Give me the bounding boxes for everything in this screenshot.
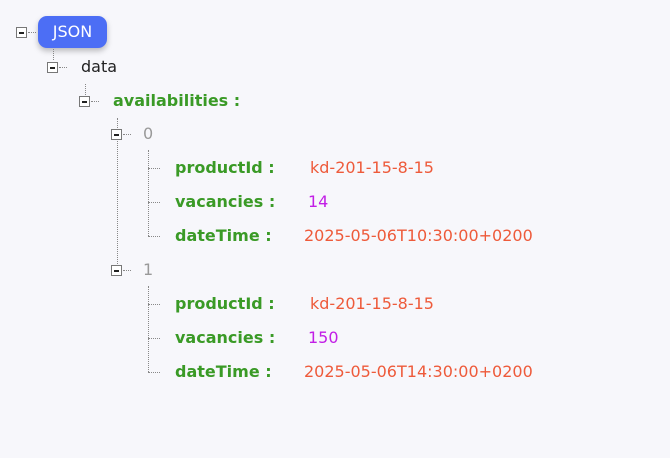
root-node-badge[interactable]: JSON <box>38 16 107 48</box>
connector <box>123 270 131 271</box>
key-vacancies: vacancies : <box>175 192 276 211</box>
connector <box>28 32 36 33</box>
key-dateTime: dateTime : <box>175 362 272 381</box>
value-dateTime: 2025-05-06T10:30:00+0200 <box>304 226 533 245</box>
connector <box>123 134 131 135</box>
connector <box>148 168 160 169</box>
connector <box>85 84 86 95</box>
collapse-toggle-icon[interactable] <box>111 129 122 140</box>
connector <box>117 118 118 266</box>
connector <box>148 372 160 373</box>
connector <box>148 150 149 236</box>
connector <box>53 49 54 60</box>
key-dateTime: dateTime : <box>175 226 272 245</box>
node-availabilities: availabilities : <box>113 91 241 110</box>
collapse-toggle-icon[interactable] <box>111 265 122 276</box>
connector <box>148 286 149 372</box>
collapse-toggle-icon[interactable] <box>16 27 27 38</box>
node-data: data <box>81 57 118 76</box>
connector <box>148 236 160 237</box>
array-index: 0 <box>143 124 154 143</box>
connector <box>148 202 160 203</box>
connector <box>91 101 99 102</box>
key-productId: productId : <box>175 158 275 177</box>
value-dateTime: 2025-05-06T14:30:00+0200 <box>304 362 533 381</box>
value-vacancies: 14 <box>308 192 329 211</box>
connector <box>59 67 67 68</box>
value-productId: kd-201-15-8-15 <box>310 294 434 313</box>
connector <box>148 304 160 305</box>
key-productId: productId : <box>175 294 275 313</box>
connector <box>148 338 160 339</box>
value-vacancies: 150 <box>308 328 339 347</box>
collapse-toggle-icon[interactable] <box>79 96 90 107</box>
value-productId: kd-201-15-8-15 <box>310 158 434 177</box>
array-index: 1 <box>143 260 154 279</box>
collapse-toggle-icon[interactable] <box>47 62 58 73</box>
key-vacancies: vacancies : <box>175 328 276 347</box>
